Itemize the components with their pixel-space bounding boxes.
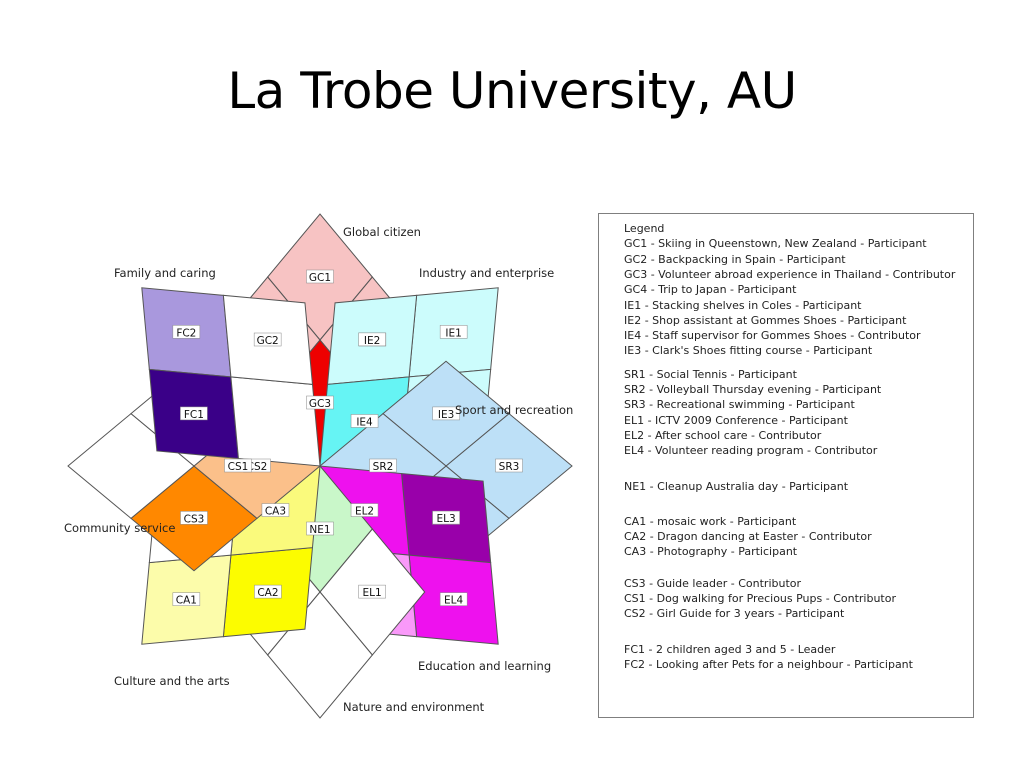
cell-label-bg	[358, 584, 386, 599]
legend-entry: EL1 - ICTV 2009 Conference - Participant	[624, 413, 848, 427]
cell-label-bg	[439, 592, 468, 606]
cell-label-bg	[261, 503, 290, 517]
cell-label: CA3	[265, 506, 286, 518]
legend-entry: GC1 - Skiing in Queenstown, New Zealand …	[624, 237, 927, 251]
cell-label-bg	[180, 511, 208, 525]
sport-ray-label: Sport and recreation	[455, 403, 573, 417]
cell-label: NE1	[309, 524, 330, 536]
family-ray-label: Family and caring	[114, 266, 216, 280]
cell-label-bg	[432, 510, 460, 525]
cell-label-bg	[306, 521, 334, 536]
cell-label-bg	[306, 395, 334, 410]
cell-label: GC3	[309, 398, 331, 410]
cell-label: CS3	[184, 513, 205, 525]
cell-label-bg	[254, 584, 282, 599]
legend-entry: CS1 - Dog walking for Precious Pups - Co…	[624, 592, 896, 605]
education-ray-label: Education and learning	[418, 659, 551, 673]
legend-entry: IE4 - Staff supervisor for Gommes Shoes …	[624, 329, 921, 343]
cell-label-bg	[432, 406, 460, 421]
cell-label: IE4	[356, 416, 373, 428]
cell-label: FC1	[184, 409, 204, 421]
family-cell	[230, 376, 321, 467]
legend-entry: SR1 - Social Tennis - Participant	[624, 367, 797, 381]
legend-entry: FC2 - Looking after Pets for a neighbour…	[624, 657, 913, 671]
cell-label: SR3	[499, 461, 520, 473]
legend-entry: CA2 - Dragon dancing at Easter - Contrib…	[624, 530, 872, 544]
legend-title: Legend	[624, 222, 665, 235]
cell-label: IE2	[364, 335, 380, 347]
nature-cell	[266, 591, 374, 719]
cell-label-bg	[253, 332, 282, 347]
cell-label-bg	[350, 414, 379, 428]
legend-entry: CS3 - Guide leader - Contributor	[624, 576, 802, 590]
cell-label-bg	[358, 332, 386, 347]
cell-label-bg	[439, 325, 468, 339]
legend-entry: SR3 - Recreational swimming - Participan…	[624, 398, 855, 412]
legend-entry: EL2 - After school care - Contributor	[624, 428, 822, 442]
cell-label-bg	[180, 406, 208, 421]
cell-label: EL3	[437, 513, 456, 525]
cell-label: CS1	[228, 461, 249, 473]
cell-label-bg	[224, 458, 252, 473]
legend-entry: NE1 - Cleanup Australia day - Participan…	[624, 479, 849, 493]
cell-label-bg	[350, 503, 379, 517]
industry-ray-label: Industry and enterprise	[419, 266, 554, 280]
legend-entry: GC3 - Volunteer abroad experience in Tha…	[624, 267, 956, 281]
legend-entry: CS2 - Girl Guide for 3 years - Participa…	[624, 607, 845, 621]
cell-label: CA2	[257, 587, 278, 599]
page-title: La Trobe University, AU	[227, 62, 797, 120]
cell-label: IE1	[445, 327, 461, 339]
legend-entry: GC4 - Trip to Japan - Participant	[624, 283, 797, 297]
cell-label-bg	[306, 269, 334, 284]
legend-entry: FC1 - 2 children aged 3 and 5 - Leader	[624, 642, 836, 656]
cell-label: GC1	[309, 272, 331, 284]
culture-ray-label: Culture and the arts	[114, 674, 230, 688]
cell-label-bg	[172, 325, 201, 339]
cell-label: GC2	[257, 335, 279, 347]
cell-label-bg	[172, 592, 201, 606]
legend-entry: EL4 - Volunteer reading program - Contri…	[624, 444, 878, 458]
community-ray-label: Community service	[64, 521, 175, 535]
cell-label: FC2	[176, 327, 196, 339]
cell-label: CS2	[247, 461, 268, 473]
cell-label-bg	[495, 458, 523, 473]
legend-entry: CA3 - Photography - Participant	[624, 545, 798, 559]
nature-ray-label: Nature and environment	[343, 700, 485, 714]
legend-entry: IE3 - Clark's Shoes fitting course - Par…	[624, 344, 873, 358]
legend-entry: GC2 - Backpacking in Spain - Participant	[624, 252, 846, 266]
legend-entry: IE2 - Shop assistant at Gommes Shoes - P…	[624, 313, 907, 327]
cell-label: EL1	[362, 587, 381, 599]
legend-entry: IE1 - Stacking shelves in Coles - Partic…	[624, 298, 862, 312]
legend-entry: CA1 - mosaic work - Participant	[624, 514, 797, 528]
cell-label: SR2	[373, 461, 394, 473]
cell-label: EL2	[355, 506, 374, 518]
cell-label-bg	[369, 458, 397, 473]
legend-entry: SR2 - Volleyball Thursday evening - Part…	[624, 383, 882, 396]
cell-label: CA1	[176, 595, 197, 607]
global-citizen-ray-label: Global citizen	[343, 225, 421, 239]
cell-label: EL4	[444, 595, 463, 607]
cell-label: IE3	[438, 409, 454, 421]
